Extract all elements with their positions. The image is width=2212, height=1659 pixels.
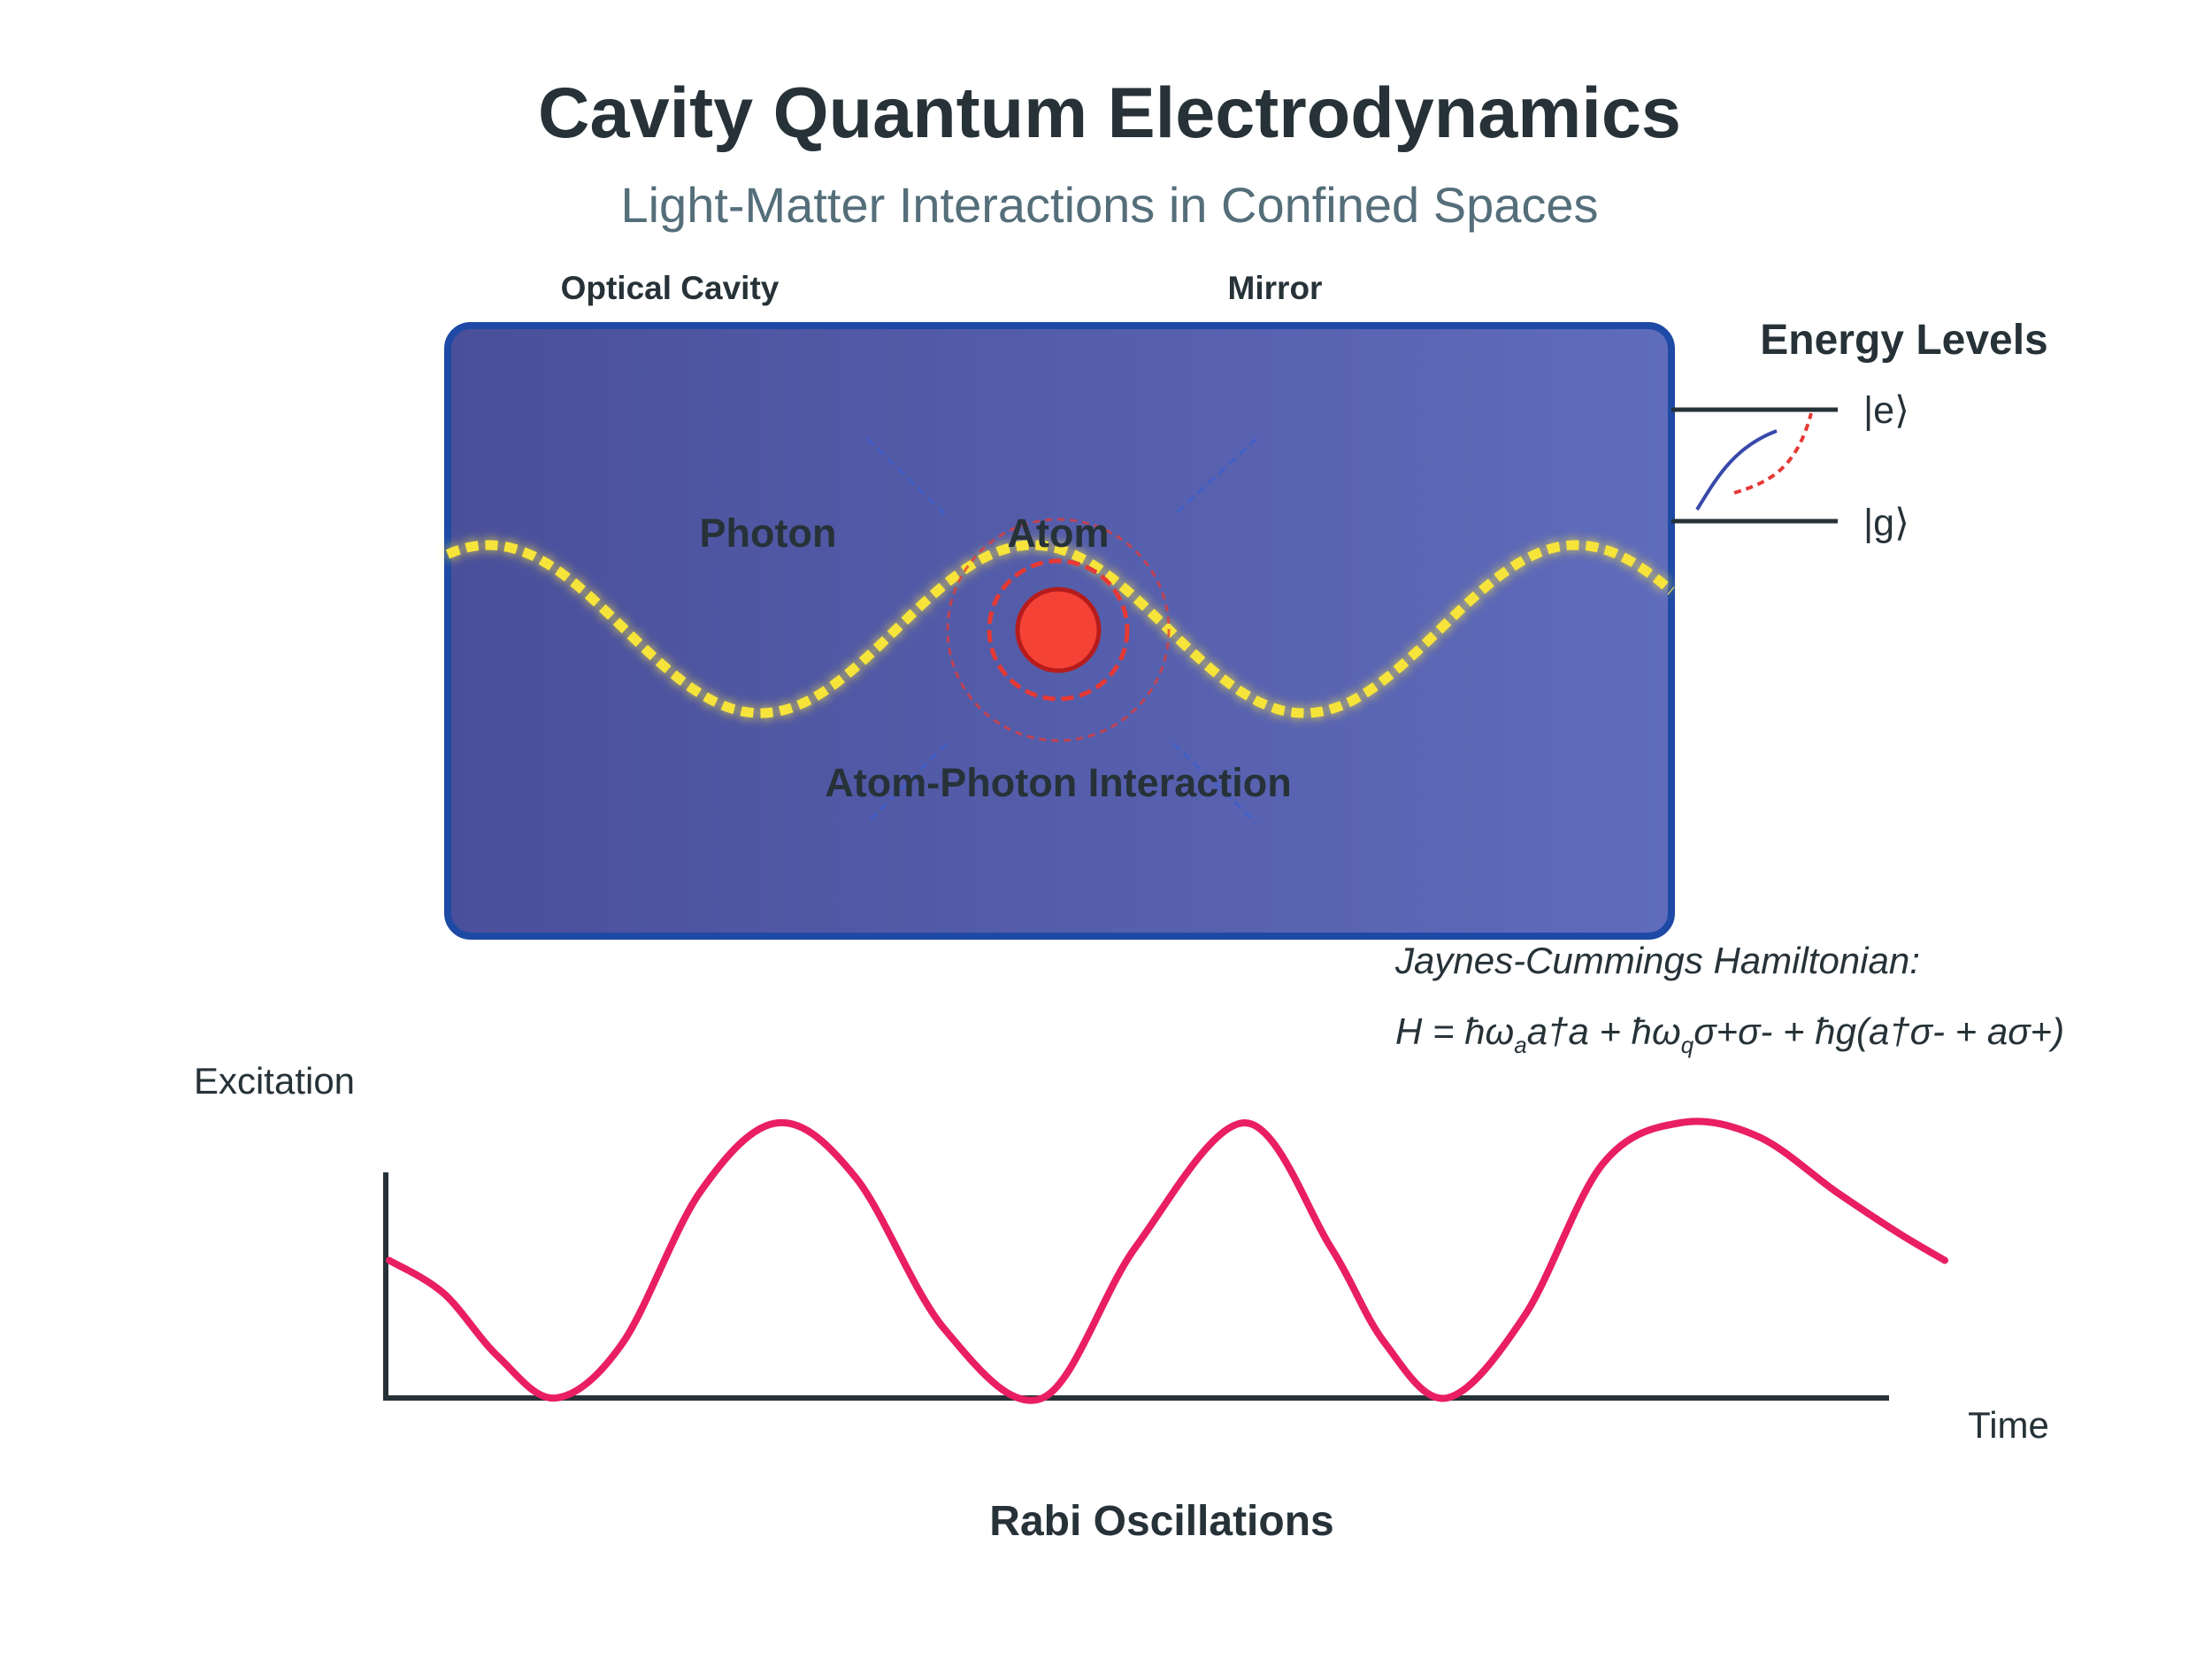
formula-lhs: H = ħω bbox=[1395, 1010, 1514, 1052]
ground-state-label: |g⟩ bbox=[1863, 502, 1909, 544]
formula-sub-q: q bbox=[1681, 1032, 1694, 1058]
photon-label: Photon bbox=[700, 511, 837, 556]
atom-outer-ring bbox=[946, 518, 1171, 742]
optical-cavity-label: Optical Cavity bbox=[561, 270, 780, 306]
field-line-upper-right bbox=[1171, 437, 1258, 518]
rabi-curve bbox=[386, 1118, 1948, 1404]
formula-rest: σ+σ- + ħg(a†σ- + aσ+) bbox=[1694, 1010, 2064, 1052]
atom bbox=[1015, 587, 1102, 673]
rabi-points bbox=[389, 1123, 1945, 1398]
mirror-label: Mirror bbox=[1228, 270, 1323, 306]
formula-sub-a: a bbox=[1514, 1032, 1526, 1058]
photon-wave-path bbox=[445, 540, 1675, 718]
field-line-upper-left bbox=[865, 437, 949, 518]
y-axis-label: Excitation bbox=[194, 1060, 355, 1102]
hamiltonian-formula: H = ħωaa†a + ħωqσ+σ- + ħg(a†σ- + aσ+) bbox=[1395, 1010, 2064, 1058]
field-line-lower-left bbox=[865, 741, 949, 825]
interaction-label: Atom-Photon Interaction bbox=[825, 760, 1291, 805]
formula-mid: a†a + ħω bbox=[1527, 1010, 1681, 1052]
rabi-chart: Excitation Time Rabi Oscillations bbox=[194, 1060, 2049, 1545]
x-axis-label: Time bbox=[1968, 1404, 2049, 1446]
absorption-arrow bbox=[1695, 429, 1778, 511]
hamiltonian-heading: Jaynes-Cummings Hamiltonian: bbox=[1394, 940, 1920, 981]
energy-levels-title: Energy Levels bbox=[1760, 317, 2048, 364]
field-lines bbox=[865, 437, 1258, 825]
page-title: Cavity Quantum Electrodynamics bbox=[538, 73, 1681, 153]
atom-group bbox=[946, 518, 1171, 742]
excited-state-label: |e⟩ bbox=[1863, 389, 1909, 432]
emission-arrow bbox=[1733, 412, 1813, 495]
photon-wave bbox=[445, 540, 1675, 718]
page-subtitle: Light-Matter Interactions in Confined Sp… bbox=[620, 177, 1598, 233]
atom-label: Atom bbox=[1008, 511, 1110, 556]
chart-title: Rabi Oscillations bbox=[989, 1498, 1333, 1545]
atom-inner-ring bbox=[987, 558, 1130, 702]
field-line-lower-right bbox=[1171, 741, 1258, 825]
